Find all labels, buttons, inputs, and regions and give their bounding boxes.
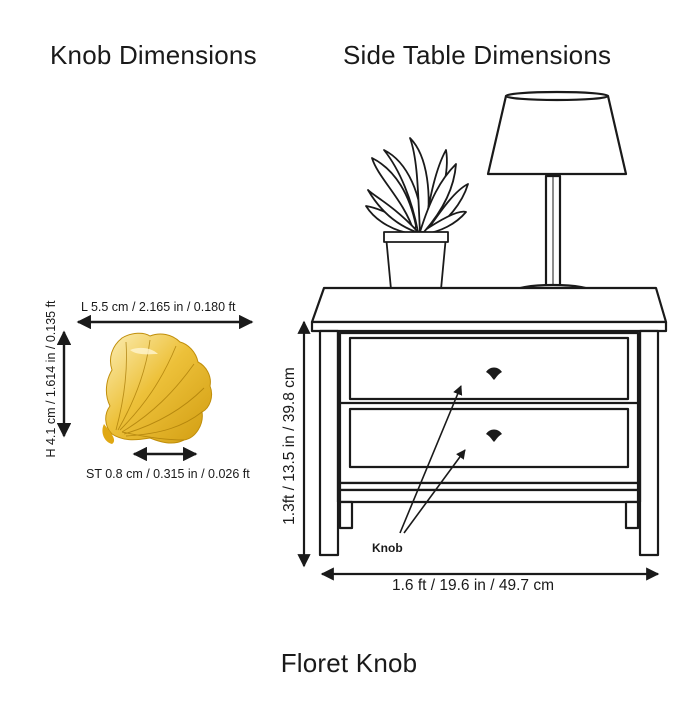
knob-callout-arrow xyxy=(399,385,463,534)
knob-dimensions-heading: Knob Dimensions xyxy=(50,40,257,70)
drawer-knob-icon xyxy=(486,429,502,442)
knob-stem-label: ST 0.8 cm / 0.315 in / 0.026 ft xyxy=(86,467,250,481)
knob-callout-label: Knob xyxy=(372,541,403,555)
knob-height-label: H 4.1 cm / 1.614 in / 0.135 ft xyxy=(44,300,58,458)
product-name: Floret Knob xyxy=(280,648,418,678)
lamp-icon xyxy=(486,90,628,301)
side-table-dimensions-heading: Side Table Dimensions xyxy=(343,40,612,70)
drawer-knob-icon xyxy=(486,367,502,380)
table-width-label: 1.6 ft / 19.6 in / 49.7 cm xyxy=(392,577,554,594)
ginkgo-knob-illustration xyxy=(102,332,213,444)
plant-icon xyxy=(365,137,469,301)
side-table-icon xyxy=(310,286,668,557)
table-height-label: 1.3ft / 13.5 in / 39.8 cm xyxy=(281,367,298,525)
knob-length-label: L 5.5 cm / 2.165 in / 0.180 ft xyxy=(81,300,236,314)
knob-callout-arrow xyxy=(403,449,466,534)
